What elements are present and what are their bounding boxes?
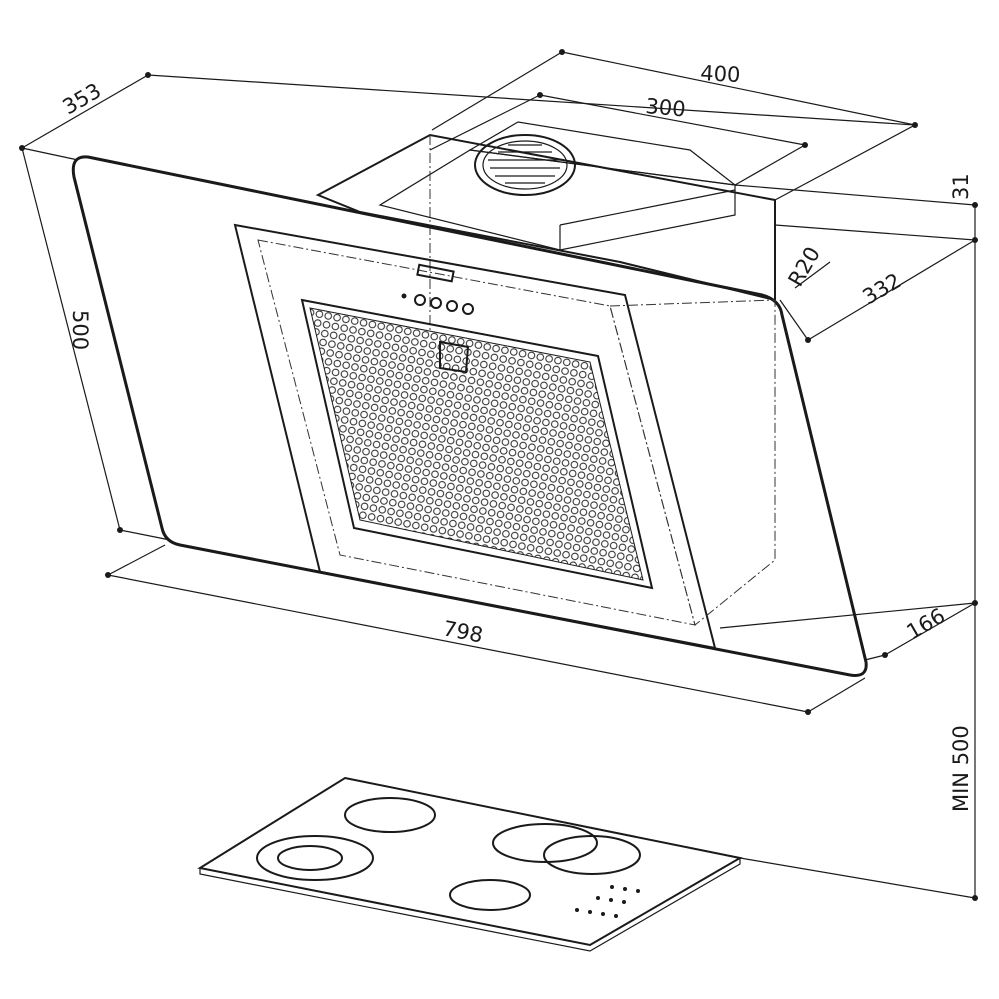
button-icon[interactable] [462, 303, 474, 315]
dimension-lines [21, 51, 976, 899]
dim-top-height: 31 [949, 173, 973, 200]
glass-panel [71, 155, 868, 677]
dim-min-clearance: MIN 500 [949, 725, 973, 812]
dim-width-chimney: 400 [700, 61, 741, 87]
fan-outlet-icon [474, 134, 576, 196]
display-icon [416, 263, 455, 283]
dim-radius: R20 [784, 243, 825, 291]
dim-width-inner: 300 [645, 94, 687, 121]
dim-height: 500 [68, 310, 92, 350]
dim-depth-body: 332 [859, 268, 906, 309]
dimension-points [19, 49, 978, 901]
dim-width: 798 [441, 616, 485, 647]
button-icon[interactable] [430, 297, 442, 309]
control-panel [401, 263, 474, 315]
button-icon[interactable] [414, 294, 426, 306]
motor-housing [315, 121, 776, 330]
indicator-icon [401, 293, 407, 299]
inner-frame [233, 223, 717, 650]
button-icon[interactable] [446, 300, 458, 312]
grease-filter [300, 298, 654, 590]
cooktop [197, 776, 743, 952]
